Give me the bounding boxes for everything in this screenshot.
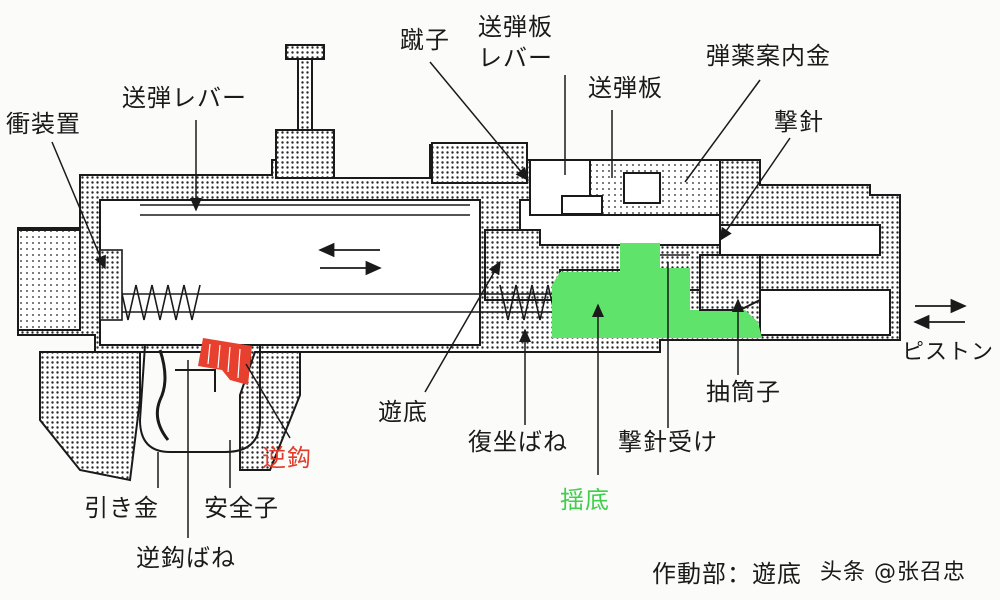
label-feed-plate: 送弾板 — [588, 74, 663, 102]
label-buffer-device: 衝装置 — [6, 110, 81, 138]
label-sear-spring: 逆鈎ばね — [136, 544, 236, 572]
label-piston: ピストン — [902, 340, 995, 365]
bolt-carrier-highlight — [552, 243, 762, 338]
label-feed-plate-lever: 送弾板 レバー — [478, 13, 553, 73]
label-sear: 逆鈎 — [262, 444, 312, 472]
label-feed-lever: 送弾レバー — [122, 84, 247, 112]
label-bolt: 遊底 — [378, 398, 428, 426]
stock-and-grip — [17, 229, 301, 482]
watermark: 头条 @张召忠 — [820, 560, 966, 585]
motion-arrows — [318, 242, 967, 330]
label-safety: 安全子 — [204, 494, 279, 522]
leader-lines — [51, 61, 791, 538]
label-extractor: 抽筒子 — [706, 378, 781, 406]
extractor-block — [699, 254, 761, 311]
label-firing-pin-holder: 撃針受け — [618, 428, 718, 456]
caption: 作動部：遊底 — [652, 560, 802, 588]
label-kicker: 蹴子 — [400, 26, 450, 54]
feed-lever-tower — [275, 44, 335, 179]
label-firing-pin: 撃針 — [774, 108, 824, 136]
label-bolt-carrier: 揺底 — [560, 486, 610, 514]
label-trigger: 引き金 — [84, 494, 159, 522]
sear-highlight — [198, 338, 252, 385]
label-recoil-spring: 復坐ばね — [468, 428, 568, 456]
label-cartridge-guide: 弾薬案内金 — [706, 42, 831, 70]
